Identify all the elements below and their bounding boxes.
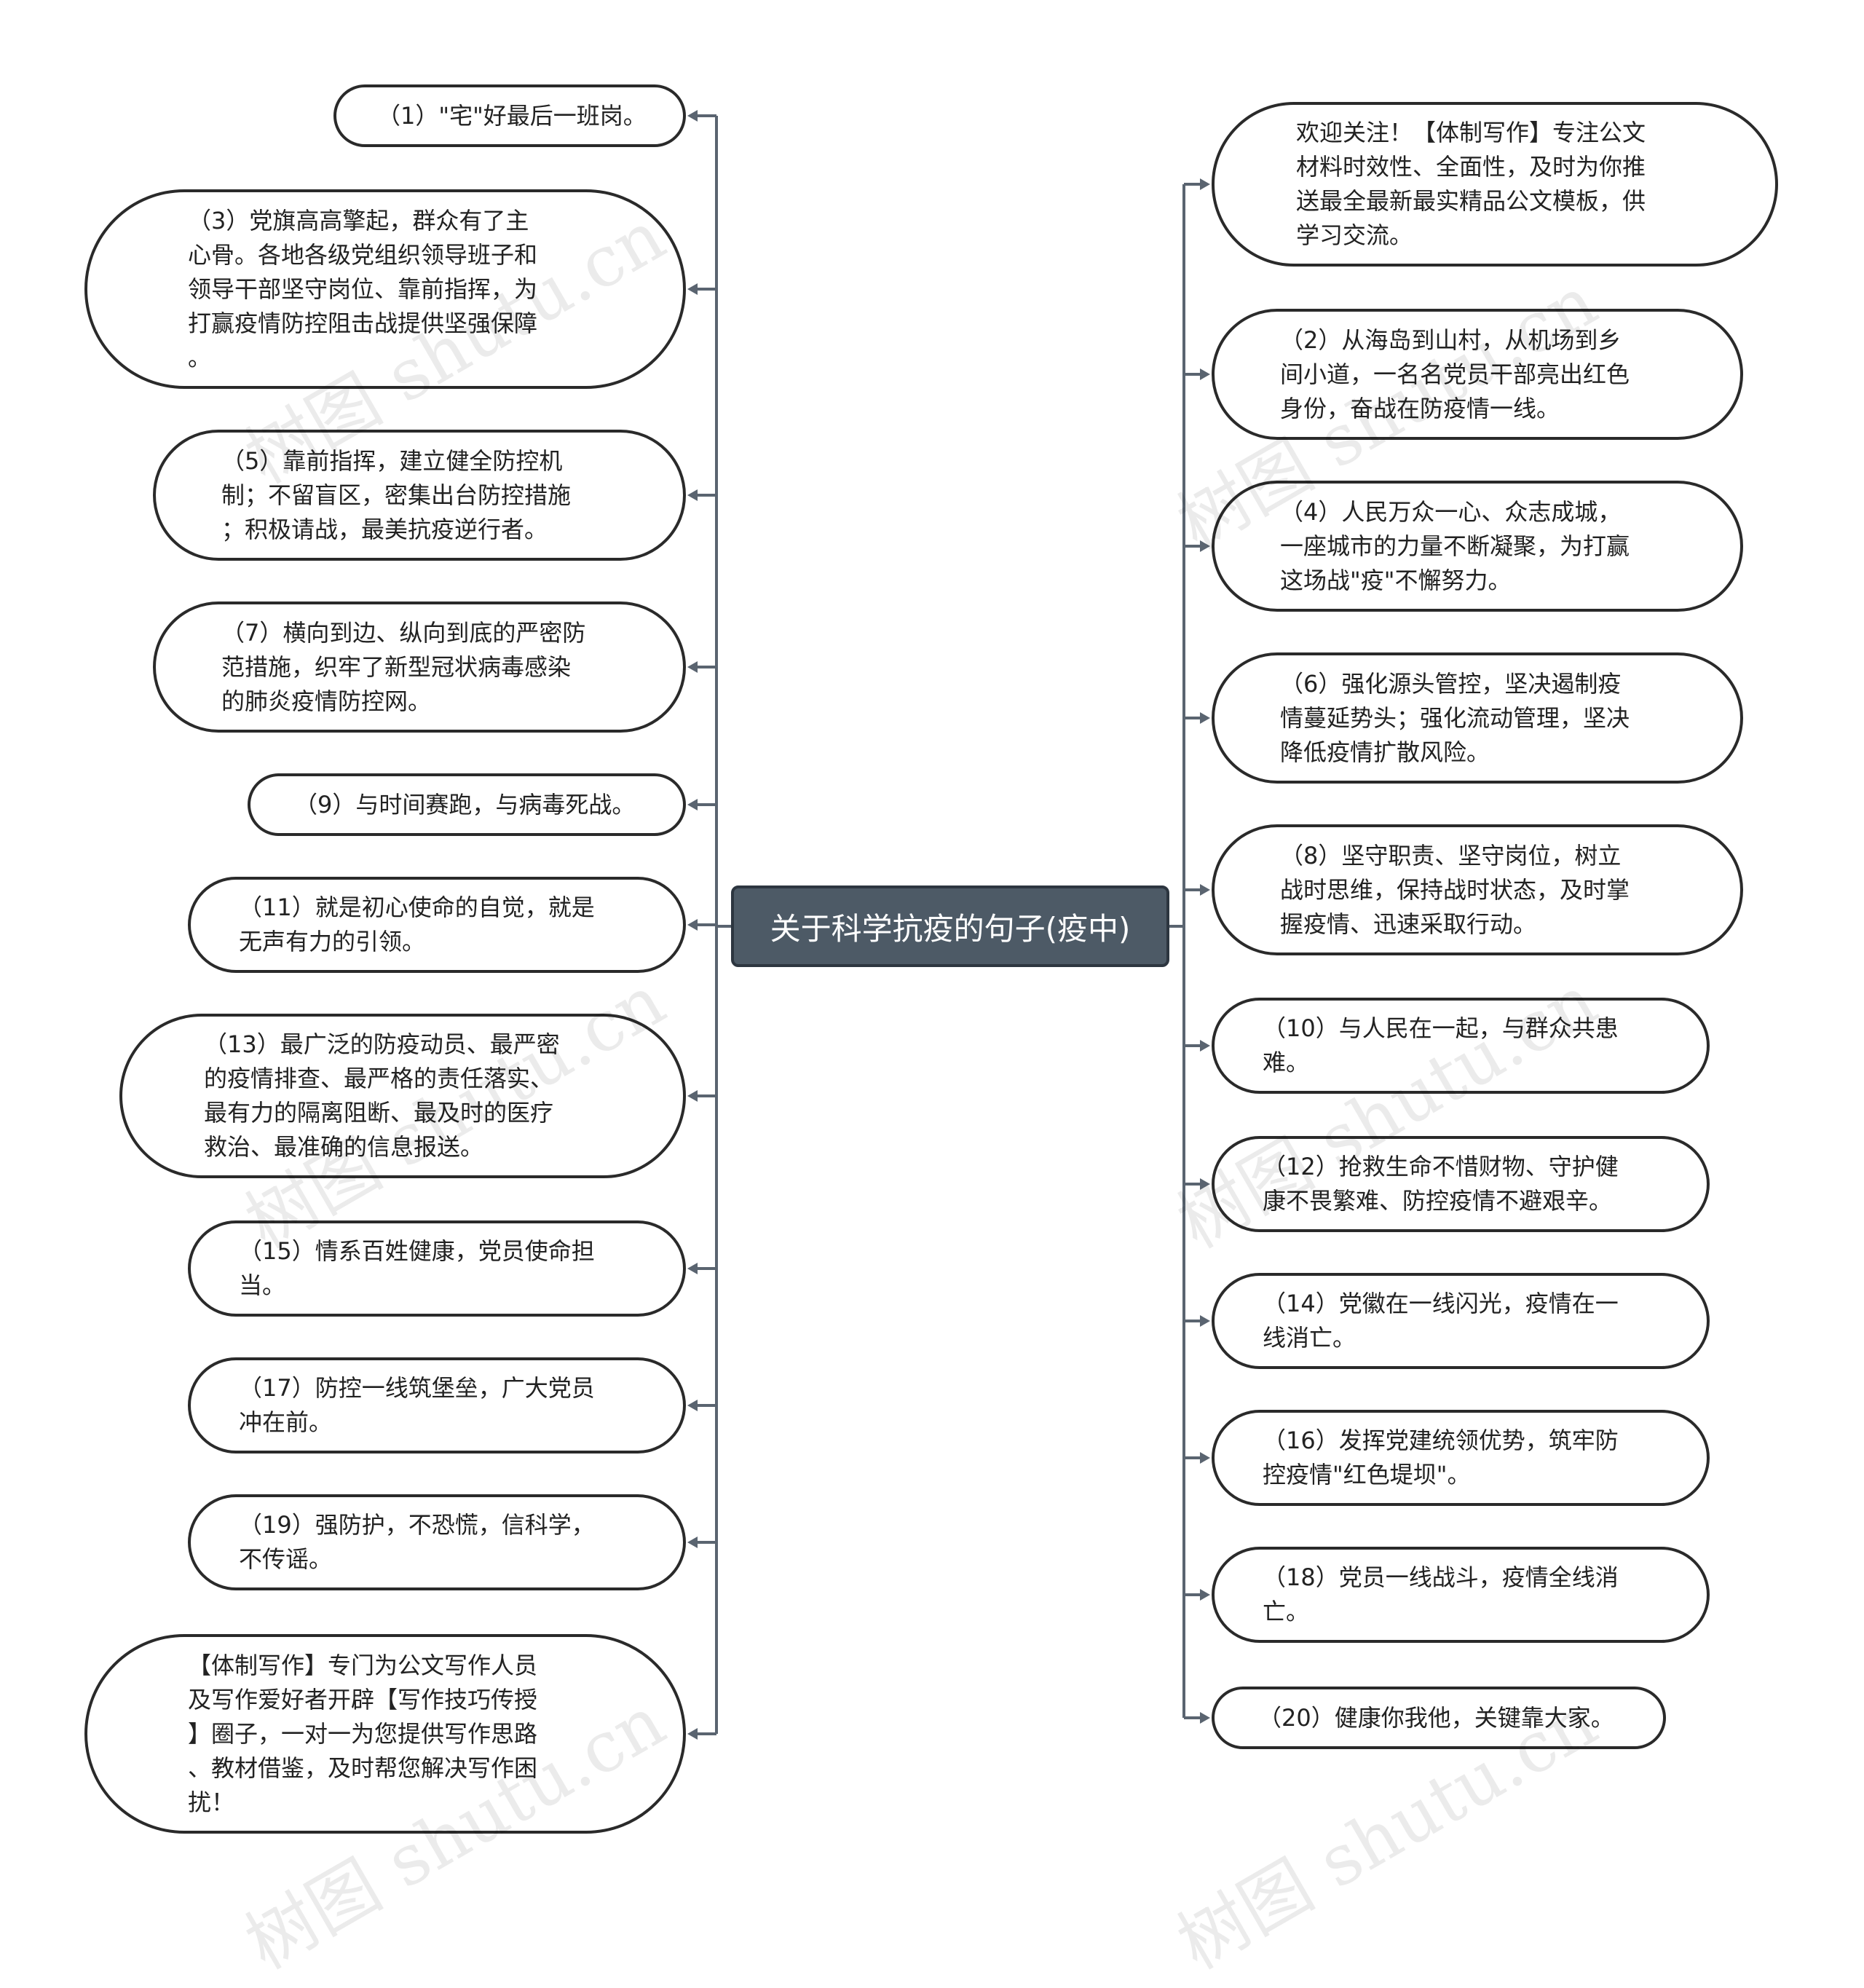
right-node-20[interactable]: （20）健康你我他，关键靠大家。: [1212, 1687, 1666, 1749]
right-node-10[interactable]: （10）与人民在一起，与群众共患 难。: [1212, 998, 1710, 1094]
node-label: （20）健康你我他，关键靠大家。: [1258, 1703, 1614, 1732]
arrow-head: [1200, 1452, 1210, 1464]
node-label: （6）强化源头管控，坚决遏制疫 情蔓延势头；强化流动管理，坚决 降低疫情扩散风险…: [1280, 669, 1630, 766]
node-label: （2）从海岛到山村，从机场到乡 间小道，一名名党员干部亮出红色 身份，奋战在防疫…: [1280, 326, 1630, 422]
arrow-head: [687, 1090, 698, 1102]
arrow-head: [1200, 178, 1210, 190]
node-label: （16）发挥党建统领优势，筑牢防 控疫情"红色堤坝"。: [1263, 1427, 1619, 1488]
arrow-head: [1200, 1315, 1210, 1327]
central-topic[interactable]: 关于科学抗疫的句子(疫中): [731, 885, 1169, 967]
node-label: （7）横向到边、纵向到底的严密防 范措施，织牢了新型冠状病毒感染 的肺炎疫情防控…: [221, 618, 586, 715]
node-label: （18）党员一线战斗，疫情全线消 亡。: [1263, 1563, 1619, 1625]
node-label: （8）坚守职责、坚守岗位，树立 战时思维，保持战时状态，及时掌 握疫情、迅速采取…: [1280, 841, 1630, 938]
arrow-head: [1200, 540, 1210, 552]
left-node-7[interactable]: （7）横向到边、纵向到底的严密防 范措施，织牢了新型冠状病毒感染 的肺炎疫情防控…: [153, 601, 686, 733]
arrow-head: [1200, 368, 1210, 380]
right-node-8[interactable]: （8）坚守职责、坚守岗位，树立 战时思维，保持战时状态，及时掌 握疫情、迅速采取…: [1212, 824, 1743, 955]
arrow-head: [687, 1263, 698, 1274]
left-node-11[interactable]: （11）就是初心使命的自觉，就是 无声有力的引领。: [188, 877, 686, 973]
arrow-head: [687, 799, 698, 810]
arrow-head: [687, 1728, 698, 1740]
node-label: （9）与时间赛跑，与病毒死战。: [294, 790, 636, 819]
right-node-12[interactable]: （12）抢救生命不惜财物、守护健 康不畏繁难、防控疫情不避艰辛。: [1212, 1136, 1710, 1232]
right-node-14[interactable]: （14）党徽在一线闪光，疫情在一 线消亡。: [1212, 1273, 1710, 1369]
node-label: （15）情系百姓健康，党员使命担 当。: [239, 1237, 595, 1299]
arrow-head: [687, 1400, 698, 1411]
left-node-19[interactable]: （19）强防护，不恐慌，信科学， 不传谣。: [188, 1494, 686, 1590]
arrow-head: [687, 283, 698, 295]
node-label: 【体制写作】专门为公文写作人员 及写作爱好者开辟【写作技巧传授 】圈子，一对一为…: [188, 1651, 538, 1816]
node-label: （1）"宅"好最后一班岗。: [377, 101, 647, 130]
right-node-2[interactable]: （2）从海岛到山村，从机场到乡 间小道，一名名党员干部亮出红色 身份，奋战在防疫…: [1212, 309, 1743, 440]
left-node-5[interactable]: （5）靠前指挥，建立健全防控机 制；不留盲区，密集出台防控措施 ；积极请战，最美…: [153, 430, 686, 561]
node-label: （19）强防护，不恐慌，信科学， 不传谣。: [239, 1511, 595, 1573]
node-label: （3）党旗高高擎起，群众有了主 心骨。各地各级党组织领导班子和 领导干部坚守岗位…: [188, 206, 538, 371]
arrow-head: [1200, 1589, 1210, 1601]
left-node-3[interactable]: （3）党旗高高擎起，群众有了主 心骨。各地各级党组织领导班子和 领导干部坚守岗位…: [84, 189, 686, 389]
left-node-17[interactable]: （17）防控一线筑堡垒，广大党员 冲在前。: [188, 1357, 686, 1453]
right-node-18[interactable]: （18）党员一线战斗，疫情全线消 亡。: [1212, 1547, 1710, 1643]
arrow-head: [1200, 1178, 1210, 1190]
connector-lines: [687, 110, 1210, 1740]
node-label: （17）防控一线筑堡垒，广大党员 冲在前。: [239, 1374, 595, 1436]
right-node-welcome[interactable]: 欢迎关注！【体制写作】专注公文 材料时效性、全面性，及时为你推 送最全最新最实精…: [1212, 102, 1778, 267]
node-label: （11）就是初心使命的自觉，就是 无声有力的引领。: [239, 894, 595, 955]
arrow-head: [687, 919, 698, 931]
arrow-head: [1200, 1712, 1210, 1724]
right-node-6[interactable]: （6）强化源头管控，坚决遏制疫 情蔓延势头；强化流动管理，坚决 降低疫情扩散风险…: [1212, 652, 1743, 784]
right-node-4[interactable]: （4）人民万众一心、众志成城， 一座城市的力量不断凝聚，为打赢 这场战"疫"不懈…: [1212, 481, 1743, 612]
node-label: （10）与人民在一起，与群众共患 难。: [1263, 1014, 1619, 1076]
node-label: （5）靠前指挥，建立健全防控机 制；不留盲区，密集出台防控措施 ；积极请战，最美…: [221, 446, 572, 543]
right-node-16[interactable]: （16）发挥党建统领优势，筑牢防 控疫情"红色堤坝"。: [1212, 1410, 1710, 1506]
arrow-head: [1200, 884, 1210, 896]
left-node-9[interactable]: （9）与时间赛跑，与病毒死战。: [248, 773, 686, 836]
left-node-15[interactable]: （15）情系百姓健康，党员使命担 当。: [188, 1220, 686, 1317]
arrow-head: [1200, 712, 1210, 724]
node-label: （14）党徽在一线闪光，疫情在一 线消亡。: [1263, 1290, 1619, 1352]
arrow-head: [687, 1537, 698, 1548]
node-label: （13）最广泛的防疫动员、最严密 的疫情排查、最严格的责任落实、 最有力的隔离阻…: [204, 1030, 560, 1161]
node-label: 欢迎关注！【体制写作】专注公文 材料时效性、全面性，及时为你推 送最全最新最实精…: [1296, 119, 1646, 249]
arrow-head: [1200, 1040, 1210, 1052]
left-node-promo[interactable]: 【体制写作】专门为公文写作人员 及写作爱好者开辟【写作技巧传授 】圈子，一对一为…: [84, 1634, 686, 1834]
arrow-head: [687, 489, 698, 501]
node-label: （4）人民万众一心、众志成城， 一座城市的力量不断凝聚，为打赢 这场战"疫"不懈…: [1280, 497, 1630, 594]
central-topic-label: 关于科学抗疫的句子(疫中): [770, 910, 1131, 947]
arrow-head: [687, 110, 698, 122]
arrow-head: [687, 661, 698, 673]
left-node-1[interactable]: （1）"宅"好最后一班岗。: [333, 84, 686, 147]
left-node-13[interactable]: （13）最广泛的防疫动员、最严密 的疫情排查、最严格的责任落实、 最有力的隔离阻…: [119, 1014, 686, 1178]
node-label: （12）抢救生命不惜财物、守护健 康不畏繁难、防控疫情不避艰辛。: [1263, 1153, 1619, 1215]
